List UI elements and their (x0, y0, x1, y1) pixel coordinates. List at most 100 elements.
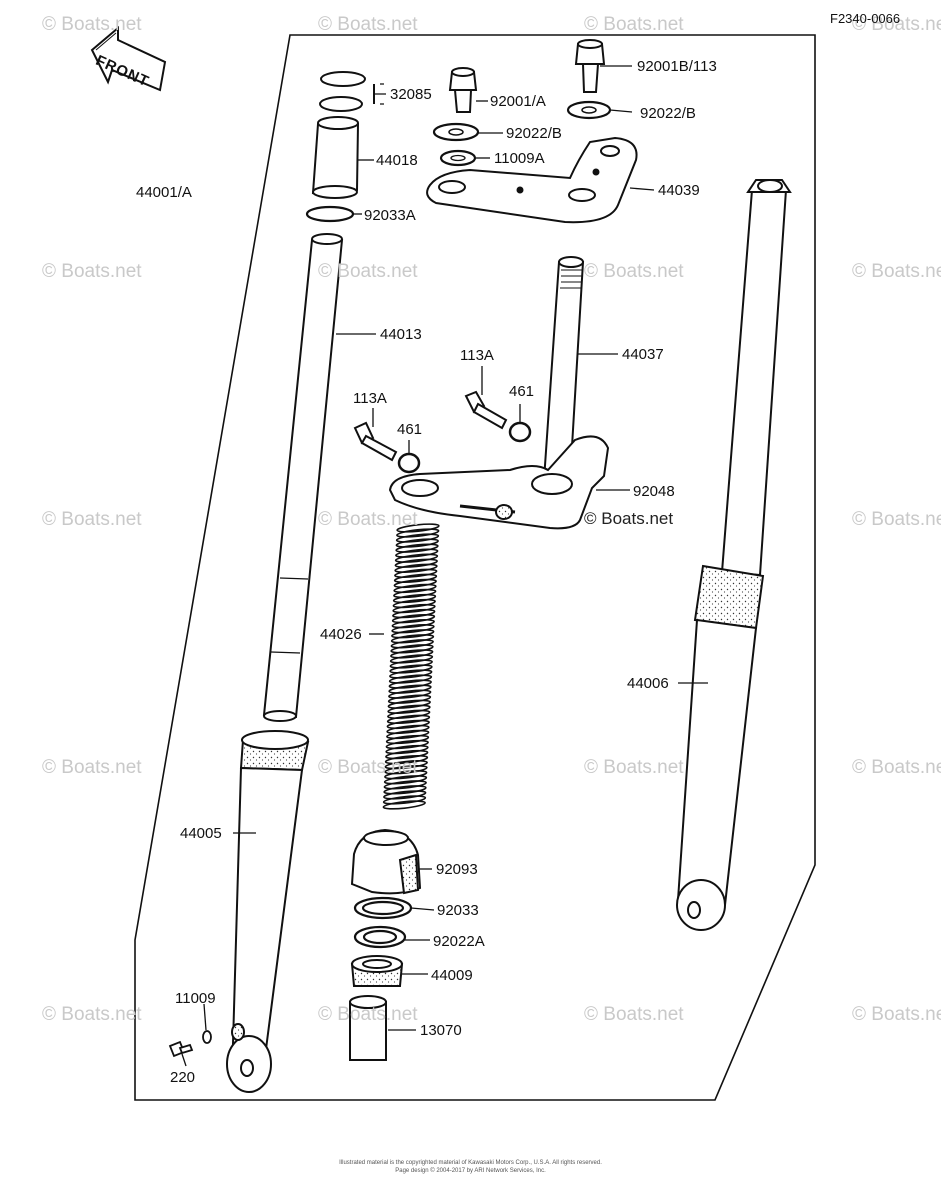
spring-coil (395, 538, 439, 548)
spring-coil (391, 619, 435, 629)
watermark: © Boats.net (852, 14, 941, 35)
part-label: 92033 (437, 902, 479, 919)
watermark: © Boats.net (318, 509, 418, 530)
spring-coil (390, 649, 434, 659)
spring-coil (384, 770, 428, 780)
spring-coil (393, 578, 437, 589)
spring-coil (396, 523, 440, 533)
spring-coil (393, 573, 438, 584)
watermark: © Boats.net (318, 261, 418, 282)
spring-coil (396, 528, 440, 538)
spring-coil (393, 588, 437, 599)
part-113a-bolt-left (353, 421, 398, 462)
spring-coil (387, 709, 431, 719)
watermark: © Boats.net (584, 261, 684, 282)
part-label: 44001/A (136, 184, 192, 201)
spring-coil (389, 664, 433, 674)
watermark: © Boats.net (852, 1004, 941, 1025)
part-92033a-ring (305, 205, 355, 223)
watermark: © Boats.net (852, 757, 941, 778)
part-label: 44037 (622, 346, 664, 363)
part-461-washer-right (508, 421, 532, 443)
part-label: 461 (509, 383, 535, 400)
part-label: 113A (460, 347, 494, 364)
watermark: © Boats.net (42, 261, 142, 282)
part-label: 44013 (380, 326, 422, 343)
spring-coil (384, 765, 428, 775)
part-44013-inner-tube (262, 233, 344, 722)
part-label: 92001/A (490, 93, 546, 110)
spring-coil (383, 790, 427, 800)
spring-coil (393, 583, 437, 594)
front-arrow-icon (90, 25, 167, 92)
spring-coil (384, 760, 428, 770)
footer-copyright: Illustrated material is the copyrighted … (339, 1160, 602, 1166)
watermark: © Boats.net (584, 1004, 684, 1025)
spring-coil (394, 558, 438, 568)
part-44039-holder-plate (426, 136, 638, 224)
part-label: 113A (353, 390, 387, 407)
assembly-boundary (134, 34, 816, 1101)
watermark: © Boats.net (318, 14, 418, 35)
diagram-code: F2340-0066 (830, 11, 901, 26)
part-label: 44039 (658, 182, 700, 199)
watermark: © Boats.net (852, 261, 941, 282)
spring-coil (386, 719, 430, 730)
part-92093-collar (350, 828, 422, 895)
spring-coil (387, 704, 431, 714)
part-label: 44018 (376, 152, 418, 169)
spring-coil (392, 593, 437, 604)
spring-coil (391, 629, 435, 639)
watermark-inline: © Boats.net (584, 509, 674, 528)
spring-coil (394, 563, 438, 573)
part-461-washer-left (397, 452, 421, 474)
spring-coil (395, 548, 439, 558)
part-label: 32085 (390, 86, 432, 103)
watermark: © Boats.net (318, 757, 418, 778)
part-44005-left-fork (226, 730, 310, 1093)
spring-coil (394, 553, 439, 563)
spring-coil (383, 780, 427, 790)
part-label: 11009 (175, 990, 216, 1007)
spring-coil (383, 785, 427, 795)
spring-coil (385, 739, 429, 750)
part-label: 92093 (436, 861, 478, 878)
spring-coil (389, 669, 433, 679)
spring-coil (388, 689, 432, 699)
footer-design-credit: Page design © 2004-2017 by ARI Network S… (395, 1168, 546, 1174)
spring-coil (395, 533, 440, 543)
watermark: © Boats.net (584, 757, 684, 778)
part-32085-rings (319, 71, 375, 112)
part-92048-lower-bracket (388, 435, 610, 530)
part-92022b-washer-left (432, 122, 480, 142)
spring-coil (386, 724, 430, 735)
part-label: 92033A (364, 207, 416, 224)
part-13070-bushing (349, 995, 387, 1061)
spring-coil (392, 598, 436, 609)
spring-coil (394, 568, 438, 578)
spring-coil (384, 754, 429, 765)
spring-coil (390, 634, 435, 644)
spring-coil (385, 744, 429, 755)
spring-coil (387, 699, 431, 709)
spring-coil (389, 654, 434, 664)
spring-coil (391, 613, 436, 624)
watermark: © Boats.net (42, 509, 142, 530)
part-113a-bolt-right (464, 390, 508, 430)
watermark: © Boats.net (852, 509, 941, 530)
spring-coil (382, 795, 427, 805)
watermark: © Boats.net (584, 14, 684, 35)
spring-coil (390, 644, 434, 654)
part-label: 44009 (431, 967, 473, 984)
spring-coil (382, 800, 426, 810)
part-44018-spacer (311, 116, 360, 199)
leader-lines (181, 65, 708, 1067)
watermark: © Boats.net (318, 1004, 418, 1025)
spring-coil (385, 734, 430, 745)
spring-coil (390, 639, 434, 649)
part-label: 92022/B (506, 125, 562, 142)
part-44026-spring (382, 523, 440, 810)
spring-coil (385, 749, 429, 760)
